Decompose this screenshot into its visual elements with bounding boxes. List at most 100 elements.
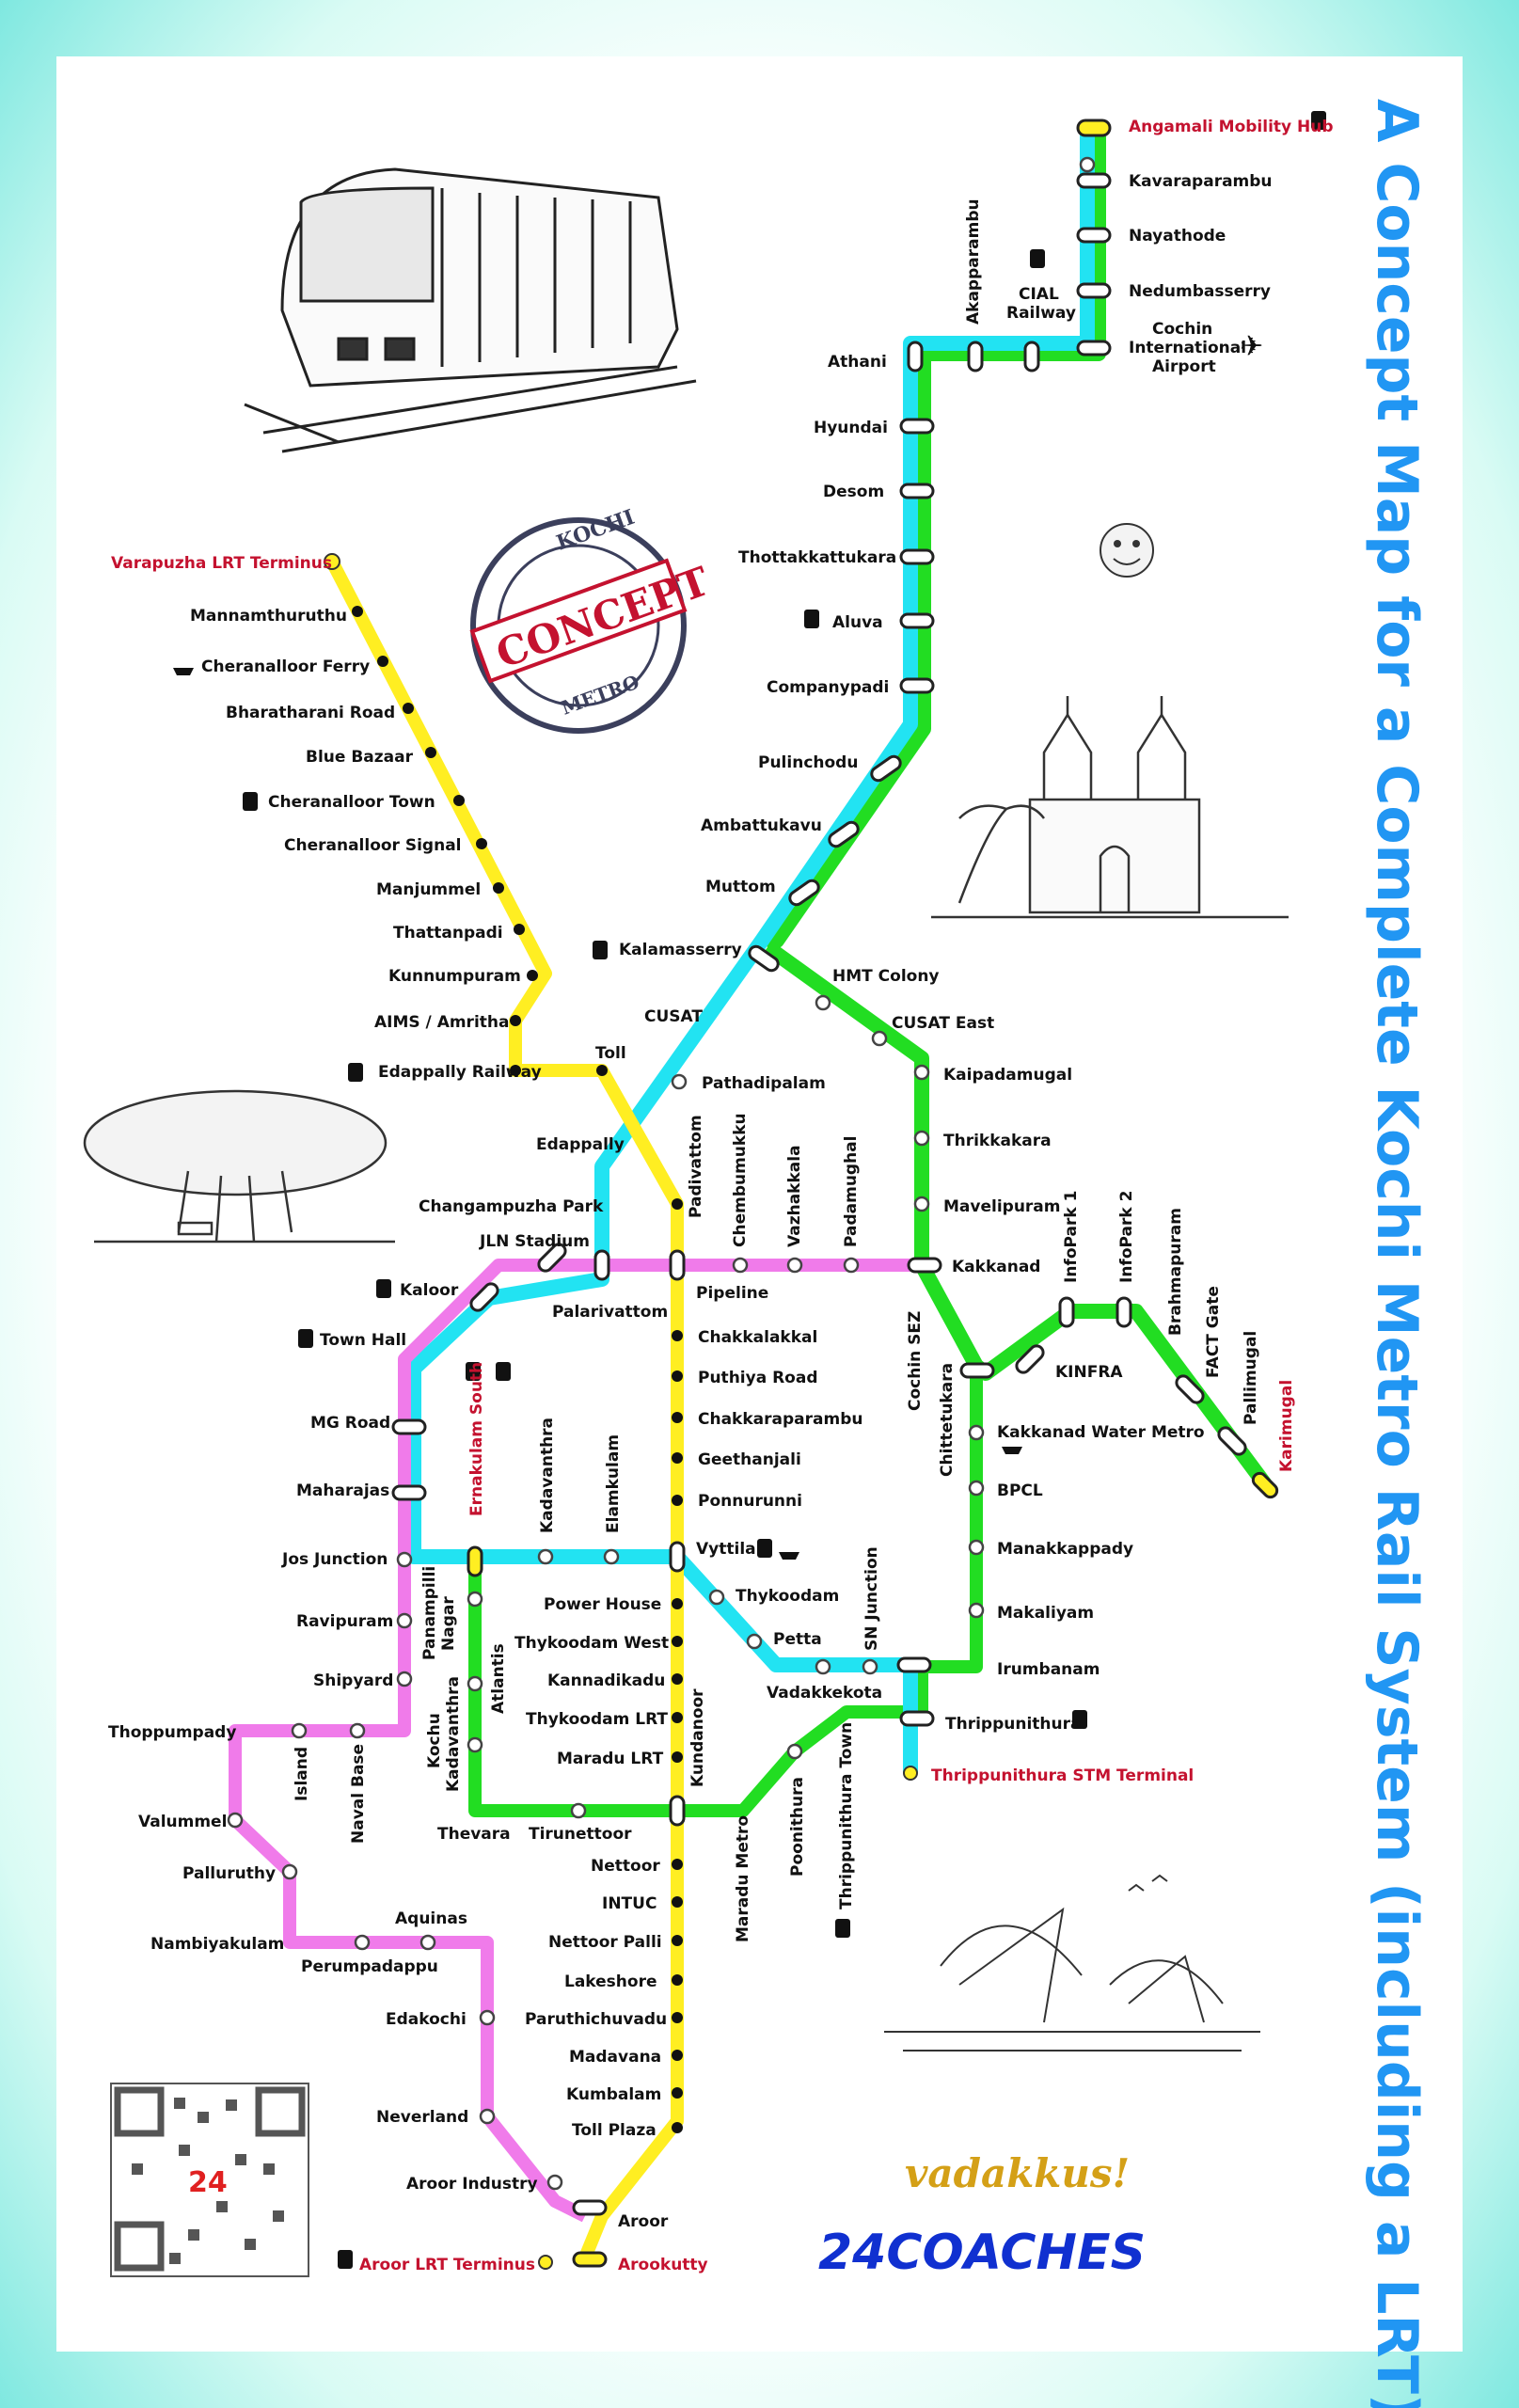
st-thattanpadi: Thattanpadi xyxy=(393,924,503,943)
st-infopark1: InfoPark 1 xyxy=(1062,1191,1081,1283)
st-thykoodam-lrt: Thykoodam LRT xyxy=(526,1710,668,1729)
st-perumpadappu: Perumpadappu xyxy=(301,1957,438,1976)
st-angamali: Angamali Mobility Hub xyxy=(1129,118,1334,136)
st-sn-junction: SN Junction xyxy=(862,1546,881,1651)
st-aquinas: Aquinas xyxy=(395,1909,467,1928)
brand-logo: 24COACHES xyxy=(818,2225,1146,2281)
qr-code: 24 xyxy=(110,2083,309,2277)
brand-tagline: vadakkus! xyxy=(905,2150,1130,2196)
st-thykoodam-west: Thykoodam West xyxy=(514,1634,669,1653)
st-palluruthy: Palluruthy xyxy=(182,1864,276,1883)
st-manakkappady: Manakkappady xyxy=(997,1540,1133,1559)
st-padivattom: Padivattom xyxy=(687,1115,705,1218)
st-puthiya-road: Puthiya Road xyxy=(698,1369,818,1387)
st-cial-1: CIAL xyxy=(1019,285,1059,304)
st-pipeline: Pipeline xyxy=(696,1284,768,1303)
st-toll: Toll xyxy=(595,1044,626,1063)
st-mannamthuruthu: Mannamthuruthu xyxy=(190,607,347,626)
st-cheranalloor-ferry: Cheranalloor Ferry xyxy=(201,657,370,676)
st-aroor: Aroor xyxy=(618,2212,669,2231)
st-ambattukavu: Ambattukavu xyxy=(701,816,822,835)
st-kundanoor: Kundanoor xyxy=(688,1688,707,1787)
st-irumbanam: Irumbanam xyxy=(997,1660,1100,1679)
st-cochin-sez: Cochin SEZ xyxy=(906,1311,925,1411)
interchange-markers xyxy=(391,119,1279,2268)
qr-mark: 24 xyxy=(188,2166,228,2199)
st-panampilli-2: Nagar xyxy=(439,1596,458,1651)
st-pulinchodu: Pulinchodu xyxy=(758,753,858,772)
st-kakkanad: Kakkanad xyxy=(952,1258,1040,1276)
st-chittetukara: Chittetukara xyxy=(938,1363,957,1477)
airplane-icon: ✈ xyxy=(1240,330,1263,363)
st-power-house: Power House xyxy=(544,1595,661,1614)
st-nettoor: Nettoor xyxy=(591,1857,660,1876)
st-jln: JLN Stadium xyxy=(479,1232,590,1251)
church-illustration xyxy=(931,696,1289,919)
line-green-north xyxy=(763,136,1106,954)
st-thoppumpady: Thoppumpady xyxy=(108,1723,236,1742)
bus-icon xyxy=(243,111,1326,2269)
st-kakkanad-water-metro: Kakkanad Water Metro xyxy=(997,1423,1205,1442)
st-aluva: Aluva xyxy=(832,613,883,632)
st-madavana: Madavana xyxy=(569,2048,661,2067)
st-kunnumpuram: Kunnumpuram xyxy=(388,967,521,986)
st-manjummel: Manjummel xyxy=(376,880,481,899)
st-fact-gate: FACT Gate xyxy=(1204,1286,1223,1378)
st-kumbalam: Kumbalam xyxy=(566,2085,661,2104)
st-mg-road: MG Road xyxy=(310,1414,390,1433)
st-lakeshore: Lakeshore xyxy=(564,1972,657,1991)
st-ponnurunni: Ponnurunni xyxy=(698,1492,802,1511)
st-ravipuram: Ravipuram xyxy=(296,1612,393,1631)
st-hyundai: Hyundai xyxy=(814,419,888,437)
st-geethanjali: Geethanjali xyxy=(698,1450,801,1469)
st-padamughal: Padamughal xyxy=(842,1135,861,1247)
st-thrikkakara: Thrikkakara xyxy=(943,1132,1052,1150)
st-maradu-metro: Maradu Metro xyxy=(734,1815,752,1942)
st-kalamasserry: Kalamasserry xyxy=(619,941,742,959)
st-chakkalakkal: Chakkalakkal xyxy=(698,1328,817,1347)
st-paruthichuvadu: Paruthichuvadu xyxy=(525,2010,667,2029)
st-changampuzha: Changampuzha Park xyxy=(419,1197,604,1216)
st-airport-3: Airport xyxy=(1152,357,1216,376)
st-brahmapuram: Brahmapuram xyxy=(1166,1208,1185,1336)
st-bharatharani: Bharatharani Road xyxy=(226,704,395,722)
st-cial-2: Railway xyxy=(1006,304,1076,323)
st-edakochi: Edakochi xyxy=(386,2010,467,2029)
smiley-icon xyxy=(1100,523,1154,578)
st-karimugal: Karimugal xyxy=(1277,1380,1296,1472)
st-cusat-east: CUSAT East xyxy=(892,1014,994,1033)
st-pathadipalam: Pathadipalam xyxy=(702,1074,826,1093)
st-kadavanthra: Kadavanthra xyxy=(538,1418,557,1533)
st-edappally-railway: Edappally Railway xyxy=(378,1063,542,1082)
st-island: Island xyxy=(293,1747,311,1801)
st-cusat: CUSAT xyxy=(644,1007,703,1026)
st-chakkaraparambu: Chakkaraparambu xyxy=(698,1410,862,1429)
st-valummel: Valummel xyxy=(138,1813,227,1831)
st-vadakkekota: Vadakkekota xyxy=(767,1684,882,1703)
st-atlantis: Atlantis xyxy=(489,1643,508,1714)
st-thrippunithura: Thrippunithura xyxy=(945,1715,1081,1734)
st-kochu-kad-1: Kochu xyxy=(425,1713,444,1768)
st-aims: AIMS / Amritha xyxy=(374,1013,509,1032)
st-kavaraparambu: Kavaraparambu xyxy=(1129,172,1273,191)
st-aroor-lrt: Aroor LRT Terminus xyxy=(359,2256,535,2274)
st-nedumbasserry: Nedumbasserry xyxy=(1129,282,1271,301)
st-edappally: Edappally xyxy=(536,1135,625,1154)
st-desom: Desom xyxy=(823,483,884,501)
st-nayathode: Nayathode xyxy=(1129,227,1226,246)
stamp-bottom: METRO xyxy=(559,671,642,720)
st-infopark2: InfoPark 2 xyxy=(1117,1191,1136,1283)
open-stations xyxy=(227,156,1096,2191)
st-tirunettoor: Tirunettoor xyxy=(529,1825,632,1844)
st-ernakulam-south: Ernakulam South xyxy=(467,1362,486,1516)
st-kaloor: Kaloor xyxy=(400,1281,459,1300)
st-shipyard: Shipyard xyxy=(313,1671,393,1690)
st-cheranalloor-signal: Cheranalloor Signal xyxy=(284,836,462,855)
st-maradu-lrt: Maradu LRT xyxy=(557,1750,664,1768)
st-companypadi: Companypadi xyxy=(767,678,889,697)
st-muttom: Muttom xyxy=(705,878,776,896)
st-nettoor-palli: Nettoor Palli xyxy=(548,1933,662,1952)
st-toll-plaza: Toll Plaza xyxy=(572,2121,657,2140)
st-kannadikadu: Kannadikadu xyxy=(547,1671,665,1690)
